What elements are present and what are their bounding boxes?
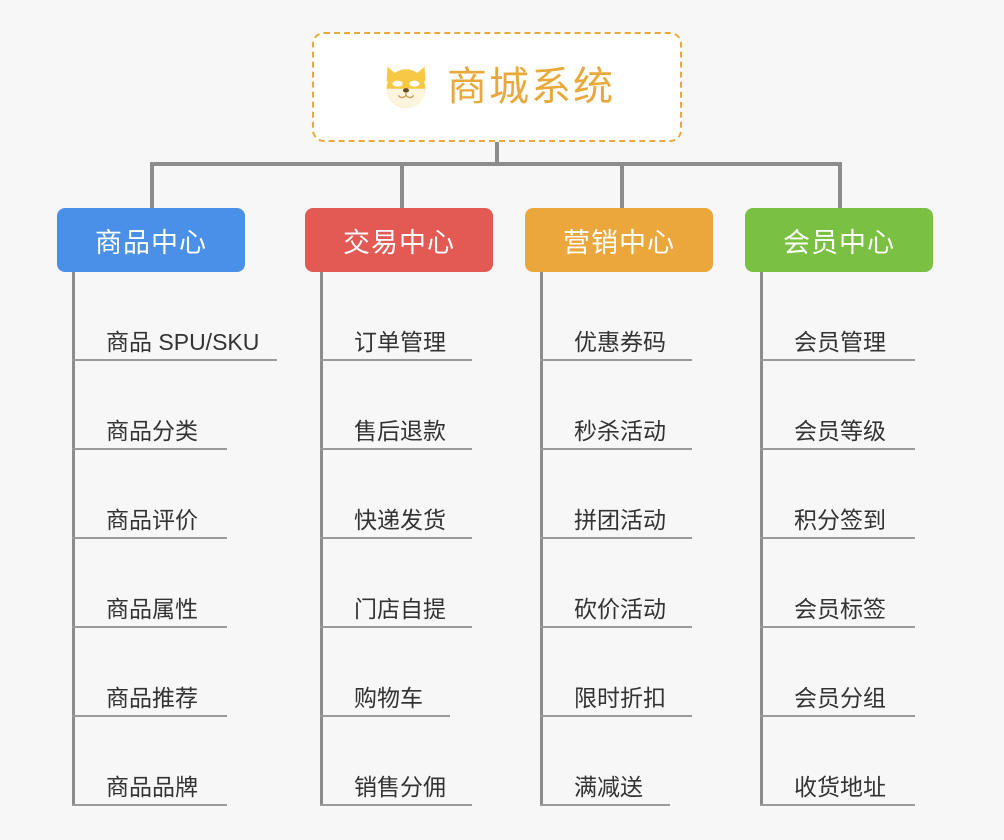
leaf-label: 售后退款 <box>354 417 446 444</box>
leaf-item[interactable]: 限时折扣 <box>540 628 692 717</box>
leaf-rail-4 <box>760 272 763 806</box>
leaf-item[interactable]: 快递发货 <box>320 450 472 539</box>
leaf-label: 商品 SPU/SKU <box>106 328 260 355</box>
leaf-item[interactable]: 商品品牌 <box>72 717 259 806</box>
leaf-item[interactable]: 收货地址 <box>760 717 915 806</box>
leaf-item[interactable]: 商品分类 <box>72 361 259 450</box>
leaf-item[interactable]: 商品推荐 <box>72 628 259 717</box>
leaf-item[interactable]: 商品属性 <box>72 539 259 628</box>
leaf-rail-1 <box>72 272 75 806</box>
leaf-item[interactable]: 满减送 <box>540 717 670 806</box>
leaf-label: 门店自提 <box>354 595 446 622</box>
leaf-item[interactable]: 会员分组 <box>760 628 915 717</box>
leaf-item[interactable]: 会员等级 <box>760 361 915 450</box>
leaf-item[interactable]: 会员管理 <box>760 272 915 361</box>
leaf-item[interactable]: 会员标签 <box>760 539 915 628</box>
leaf-label: 会员管理 <box>794 328 886 355</box>
leaf-label: 限时折扣 <box>574 684 666 711</box>
leaf-label: 购物车 <box>354 684 423 711</box>
leaf-label: 快递发货 <box>354 506 446 533</box>
connector-drop-1 <box>150 162 154 209</box>
leaf-label: 商品推荐 <box>106 684 198 711</box>
leaf-item[interactable]: 销售分佣 <box>320 717 472 806</box>
leaf-rail-2 <box>320 272 323 806</box>
leaf-column-2: 订单管理 售后退款 快递发货 门店自提 购物车 销售分佣 <box>320 272 472 806</box>
leaf-item[interactable]: 秒杀活动 <box>540 361 692 450</box>
leaf-label: 会员标签 <box>794 595 886 622</box>
leaf-item[interactable]: 门店自提 <box>320 539 472 628</box>
category-label-3: 营销中心 <box>563 227 675 258</box>
leaf-item[interactable]: 优惠券码 <box>540 272 692 361</box>
leaf-label: 满减送 <box>574 773 643 800</box>
category-box-2[interactable]: 交易中心 <box>305 208 493 272</box>
leaf-label: 会员分组 <box>794 684 886 711</box>
leaf-label: 积分签到 <box>794 506 886 533</box>
leaf-label: 商品品牌 <box>106 773 198 800</box>
category-label-2: 交易中心 <box>343 227 455 258</box>
connector-drop-4 <box>838 162 842 209</box>
leaf-rail-3 <box>540 272 543 806</box>
leaf-label: 商品属性 <box>106 595 198 622</box>
leaf-item[interactable]: 商品 SPU/SKU <box>72 272 278 361</box>
category-box-3[interactable]: 营销中心 <box>525 208 713 272</box>
root-node-shop-system[interactable]: 商城系统 <box>312 32 682 142</box>
leaf-item[interactable]: 拼团活动 <box>540 450 692 539</box>
connector-drop-2 <box>400 162 404 209</box>
connector-root-stem <box>495 142 499 164</box>
shiba-dog-face-icon <box>386 66 426 109</box>
leaf-item[interactable]: 订单管理 <box>320 272 472 361</box>
leaf-label: 会员等级 <box>794 417 886 444</box>
leaf-item[interactable]: 砍价活动 <box>540 539 692 628</box>
category-box-1[interactable]: 商品中心 <box>57 208 245 272</box>
leaf-label: 秒杀活动 <box>574 417 666 444</box>
leaf-column-1: 商品 SPU/SKU 商品分类 商品评价 商品属性 商品推荐 商品品牌 <box>72 272 278 806</box>
root-node-title: 商城系统 <box>447 65 615 109</box>
connector-drop-3 <box>620 162 624 209</box>
category-label-1: 商品中心 <box>95 227 207 258</box>
leaf-label: 砍价活动 <box>574 595 666 622</box>
leaf-label: 收货地址 <box>794 773 886 800</box>
leaf-column-4: 会员管理 会员等级 积分签到 会员标签 会员分组 收货地址 <box>760 272 915 806</box>
category-label-4: 会员中心 <box>783 227 895 258</box>
leaf-item[interactable]: 购物车 <box>320 628 450 717</box>
leaf-label: 商品分类 <box>106 417 198 444</box>
leaf-label: 销售分佣 <box>354 773 446 800</box>
leaf-column-3: 优惠券码 秒杀活动 拼团活动 砍价活动 限时折扣 满减送 <box>540 272 692 806</box>
leaf-label: 拼团活动 <box>574 506 666 533</box>
category-box-4[interactable]: 会员中心 <box>745 208 933 272</box>
leaf-label: 商品评价 <box>106 506 198 533</box>
connector-horizontal-bus <box>150 162 840 166</box>
leaf-item[interactable]: 售后退款 <box>320 361 472 450</box>
leaf-label: 订单管理 <box>354 328 446 355</box>
leaf-item[interactable]: 积分签到 <box>760 450 915 539</box>
leaf-item[interactable]: 商品评价 <box>72 450 259 539</box>
leaf-label: 优惠券码 <box>574 328 666 355</box>
